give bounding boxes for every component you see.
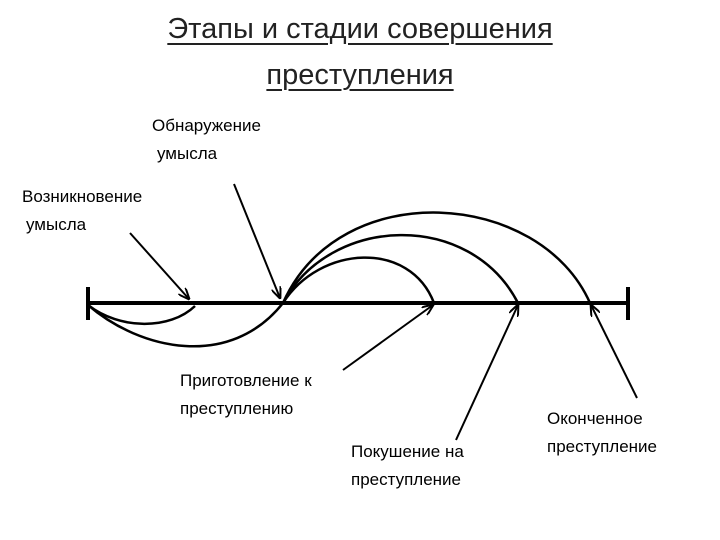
arc-intent-formation (87, 304, 196, 326)
arrow-preparation (342, 305, 433, 371)
arc-to-attempt (281, 233, 520, 304)
label-attempt-line-1: Покушение на (351, 442, 464, 461)
label-emergence-line-2: умысла (26, 215, 87, 234)
arrow-attempt (455, 305, 518, 441)
label-detection-line-2: умысла (157, 144, 218, 163)
slide-title-line-1: Этапы и стадии совершения (167, 13, 553, 45)
label-preparation-line-1: Приготовление к (180, 371, 312, 390)
label-preparation: Приготовление к преступлению (180, 367, 312, 423)
arrow-detection (233, 183, 280, 298)
arrow-completed (591, 305, 638, 399)
slide-title-line-2: преступления (266, 59, 454, 91)
label-completed-line-2: преступление (547, 437, 658, 456)
arrow-emergence (129, 232, 189, 299)
label-completed-crime: Оконченное преступление (547, 405, 657, 461)
arc-intent-to-detection (87, 302, 284, 348)
label-detection-of-intent: Обнаружение умысла (152, 112, 261, 168)
label-emergence-line-1: Возникновение (22, 187, 143, 206)
label-completed-line-1: Оконченное (547, 409, 643, 428)
label-emergence-of-intent: Возникновение умысла (22, 183, 142, 239)
label-preparation-line-2: преступлению (180, 399, 294, 418)
label-attempt-line-2: преступление (351, 470, 462, 489)
arc-to-completion (281, 211, 592, 304)
label-detection-line-1: Обнаружение (152, 116, 261, 135)
arc-to-preparation (281, 256, 436, 304)
label-attempt: Покушение на преступление (351, 438, 464, 494)
